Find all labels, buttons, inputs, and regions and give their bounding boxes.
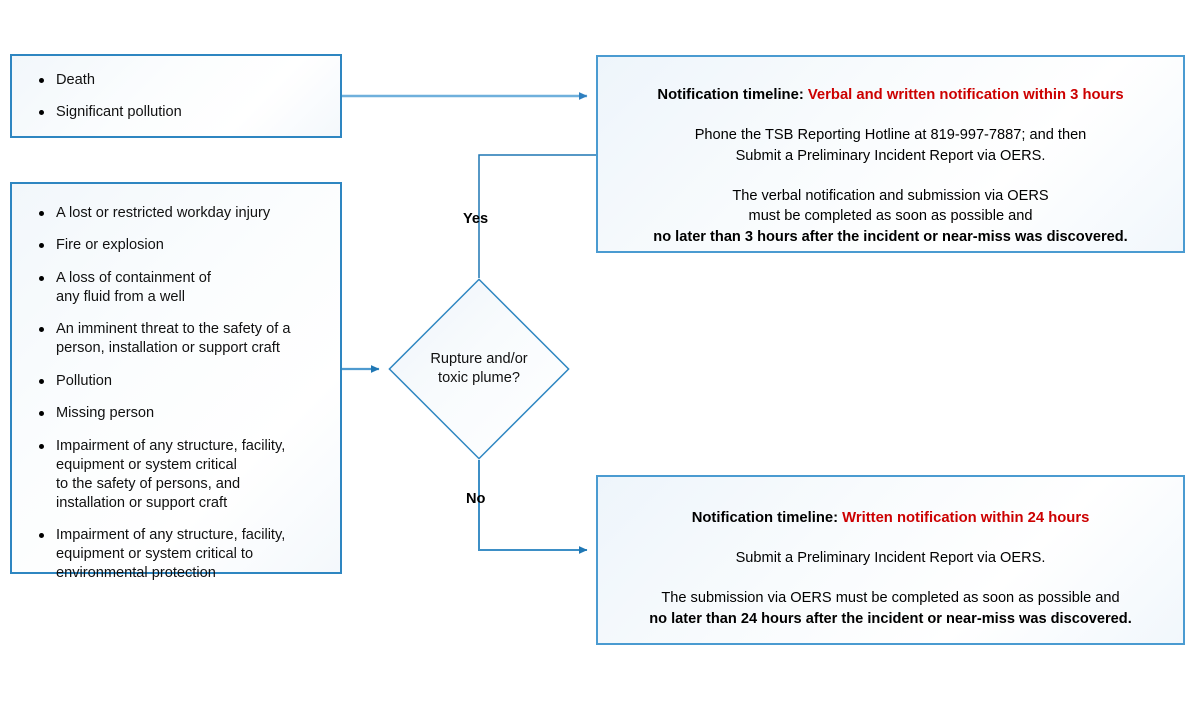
text-line-emphasis: no later than 3 hours after the incident…	[653, 229, 1128, 246]
list-item: Fire or explosion	[34, 236, 328, 255]
severe-criteria-box: Death Significant pollution	[10, 54, 342, 138]
connector-yes-to-3h	[478, 154, 596, 278]
list-item: Significant pollution	[34, 103, 328, 122]
notification-24h-box: Notification timeline: Written notificat…	[596, 475, 1185, 645]
list-item: Impairment of any structure, facility,eq…	[34, 526, 328, 583]
standard-criteria-box: A lost or restricted workday injury Fire…	[10, 182, 342, 581]
text-line: Submit a Preliminary Incident Report via…	[735, 550, 1046, 567]
notification-3h-headline: Notification timeline: Verbal and writte…	[598, 86, 1183, 105]
notification-24h-headline: Notification timeline: Written notificat…	[598, 509, 1183, 528]
list-item: A lost or restricted workday injury	[34, 204, 328, 223]
headline-prefix: Notification timeline:	[657, 87, 808, 103]
list-item: Missing person	[34, 404, 328, 423]
text-line-emphasis: no later than 24 hours after the inciden…	[649, 610, 1132, 627]
notification-3h-box: Notification timeline: Verbal and writte…	[596, 55, 1185, 253]
branch-label-no: No	[466, 491, 486, 507]
notification-3h-para-1: Phone the TSB Reporting Hotline at 819-9…	[598, 125, 1183, 166]
connector-no-to-24h	[478, 460, 588, 554]
diamond-shape	[388, 278, 570, 460]
notification-24h-para-1: Submit a Preliminary Incident Report via…	[598, 548, 1183, 569]
text-line: The verbal notification and submission v…	[732, 187, 1049, 204]
text-line: Submit a Preliminary Incident Report via…	[735, 147, 1046, 164]
branch-label-yes: Yes	[463, 211, 489, 227]
list-item: Impairment of any structure, facility,eq…	[34, 437, 328, 513]
text-line: must be completed as soon as possible an…	[748, 208, 1033, 225]
list-item: Death	[34, 71, 328, 90]
notification-24h-para-2: The submission via OERS must be complete…	[598, 588, 1183, 629]
list-item: Pollution	[34, 372, 328, 391]
text-line: The submission via OERS must be complete…	[661, 589, 1120, 606]
headline-accent: Written notification within 24 hours	[842, 510, 1090, 526]
notification-3h-para-2: The verbal notification and submission v…	[598, 186, 1183, 248]
headline-accent: Verbal and written notification within 3…	[807, 87, 1124, 103]
headline-prefix: Notification timeline:	[691, 510, 843, 526]
severe-criteria-list: Death Significant pollution	[34, 71, 328, 122]
text-line: Phone the TSB Reporting Hotline at 819-9…	[694, 127, 1087, 144]
standard-criteria-list: A lost or restricted workday injury Fire…	[34, 204, 328, 583]
